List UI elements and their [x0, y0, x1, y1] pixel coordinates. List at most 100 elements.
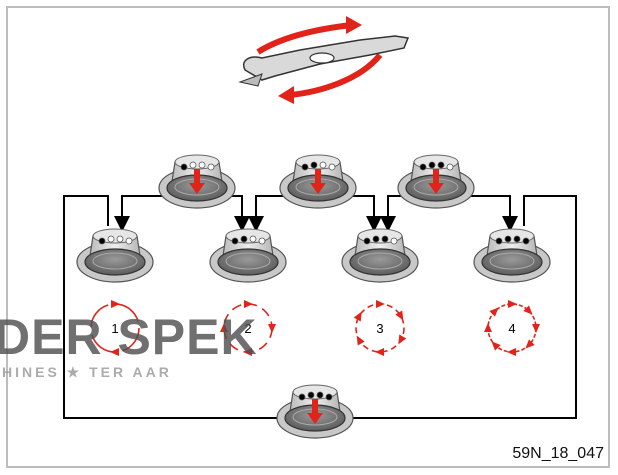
press-arrow-icon [433, 169, 439, 185]
connector-bottom-to-knob-1 [63, 195, 280, 419]
indicator-dot-off [125, 237, 133, 245]
figure-id: 59N_18_047 [512, 445, 604, 462]
knob-face-ring [489, 252, 535, 270]
rotation-arrow-icon [398, 334, 407, 345]
rotation-indicators: 1 2 3 4 [90, 300, 540, 356]
rotation-arrow-icon [484, 323, 492, 332]
rotation-arrow-icon [491, 341, 501, 351]
rotation-arrow-icon [525, 339, 535, 349]
indicator-dot-off [249, 235, 257, 243]
rotation-indicator-3: 3 [353, 300, 407, 356]
connector-top-1-to-knob-2 [230, 195, 250, 232]
knob-face-ring [225, 252, 271, 270]
indicator-dot-on [381, 235, 389, 243]
indicator-dot-on [495, 237, 503, 245]
indicator-dot-on [363, 237, 371, 245]
rotation-indicator-1: 1 [90, 300, 140, 356]
indicator-dot-on [298, 393, 306, 401]
rotation-arrow-icon [356, 335, 365, 346]
indicator-dot-off [328, 163, 336, 171]
rotation-arrow-icon [243, 348, 252, 356]
connector-knob-4-to-bottom [350, 195, 577, 419]
mode-label: 4 [508, 321, 515, 336]
indicator-dot-on [180, 163, 188, 171]
indicator-dot-off [189, 161, 197, 169]
knob-face-ring [357, 252, 403, 270]
rotation-arrow-head [278, 86, 294, 104]
page-border [6, 6, 610, 468]
rotation-arrow-icon [244, 300, 253, 308]
knob-icon-mode-2 [209, 228, 287, 283]
rotation-arrow-icon [256, 22, 353, 55]
indicator-dot-off [319, 161, 327, 169]
indicator-dot-on [372, 235, 380, 243]
knob-icon-mode-4 [473, 228, 551, 283]
rotation-arrow-icon [289, 53, 383, 98]
indicator-dot-off [258, 237, 266, 245]
rotation-arrow-icon [375, 348, 384, 356]
cycle-lines [63, 195, 577, 419]
knob-icon-pressed-2 [279, 154, 357, 209]
rotation-arrow-icon [395, 310, 404, 321]
indicator-dot-on [231, 237, 239, 245]
indicator-dot-on [437, 161, 445, 169]
rotation-arrow-icon [220, 323, 228, 332]
indicator-dot-on [513, 235, 521, 243]
indicator-dot-on [428, 161, 436, 169]
press-arrow-icon [315, 169, 321, 185]
rotation-arrow-icon [532, 324, 540, 333]
knobs [76, 154, 551, 439]
indicator-dot-off [207, 163, 215, 171]
indicator-dot-on [419, 163, 427, 171]
mode-label: 1 [111, 321, 118, 336]
indicator-dot-on [301, 163, 309, 171]
rotation-arrow-icon [523, 305, 533, 315]
press-arrow-head [310, 183, 326, 194]
blade-tip [238, 73, 263, 87]
indicator-dot-off [446, 163, 454, 171]
rotation-arrow-icon [111, 300, 120, 308]
rotation-arrow-icon [353, 311, 362, 322]
mower-blade-icon [238, 16, 410, 104]
indicator-dot-on [325, 393, 333, 401]
rotation-indicator-4: 4 [484, 300, 540, 356]
mode-label: 2 [244, 321, 251, 336]
knob-icon-mode-1 [76, 228, 154, 283]
rotation-arrow-icon [508, 300, 517, 308]
indicator-dot-on [307, 391, 315, 399]
indicator-dot-on [98, 237, 106, 245]
rotation-arrow-icon [489, 307, 499, 317]
rotation-arrow-icon [110, 348, 119, 356]
press-arrow-head [189, 183, 205, 194]
indicator-dot-on [240, 235, 248, 243]
knob-face-ring [92, 252, 138, 270]
press-arrow-head [307, 413, 323, 424]
press-arrow-icon [312, 399, 318, 415]
knob-icon-mode-3 [341, 228, 419, 283]
rotation-arrow-icon [376, 300, 385, 308]
rotation-arrow-icon [268, 324, 276, 333]
rotation-arrow-icon [507, 348, 516, 356]
press-arrow-head [428, 183, 444, 194]
blade-hole [309, 52, 335, 64]
mode-label: 3 [376, 321, 383, 336]
indicator-dot-off [116, 235, 124, 243]
knob-icon-pressed-3 [397, 154, 475, 209]
rotation-arrow-head [346, 16, 362, 34]
connector-top-1-to-knob-1 [114, 195, 164, 232]
rotation-circle [90, 303, 140, 353]
indicator-dot-on [316, 391, 324, 399]
indicator-dot-off [390, 237, 398, 245]
indicator-dot-off [107, 235, 115, 243]
indicator-dot-on [310, 161, 318, 169]
indicator-dot-on [504, 235, 512, 243]
knob-icon-pressed-1 [158, 154, 236, 209]
indicator-dot-on [522, 237, 530, 245]
rotation-indicator-2: 2 [220, 300, 276, 356]
connector-top-3-to-knob-4 [462, 195, 518, 232]
press-arrow-icon [194, 169, 200, 185]
indicator-dot-off [198, 161, 206, 169]
knob-icon-pressed-4 [276, 384, 354, 439]
